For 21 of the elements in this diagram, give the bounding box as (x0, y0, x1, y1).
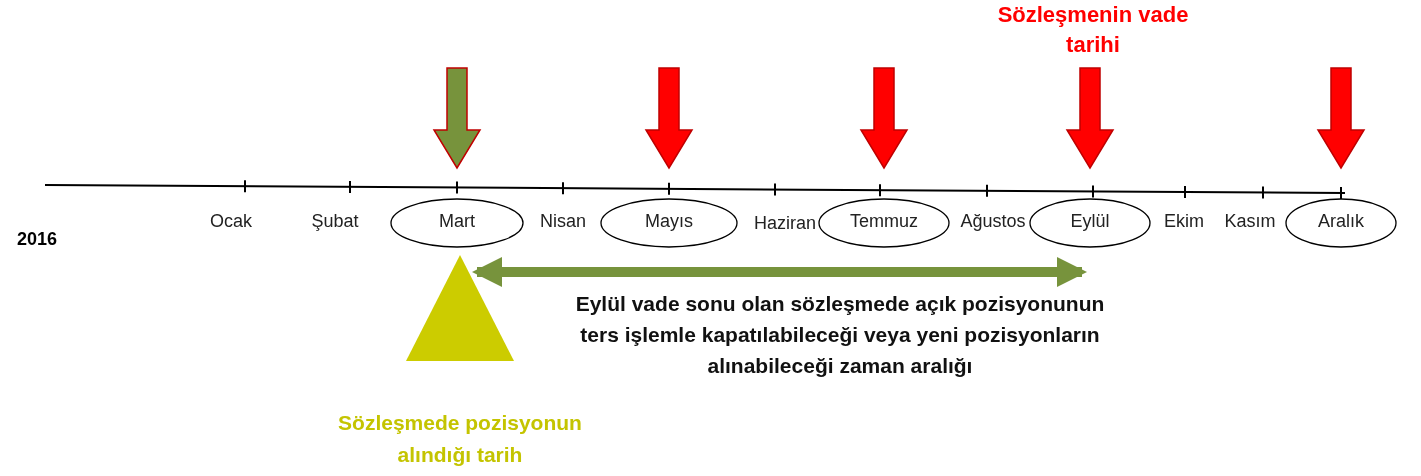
month-label: Mart (438, 211, 476, 232)
block-arrow (1316, 67, 1366, 170)
month-label: Ekim (1164, 211, 1204, 232)
month-label: Mayıs (644, 211, 694, 232)
double-arrow (472, 257, 1087, 287)
caption-text: Sözleşmede pozisyonun alındığı tarih (337, 410, 583, 468)
month-label: Kasım (1224, 211, 1276, 232)
month-label: Haziran (754, 213, 816, 234)
month-label: Aralık (1317, 211, 1365, 232)
block-arrow (1065, 67, 1115, 170)
block-arrow (859, 67, 909, 170)
block-arrow (432, 67, 482, 170)
month-label: Ağustos (960, 211, 1026, 232)
annotation-text: Sözleşmenin vade tarihi (996, 1, 1190, 59)
month-label: Şubat (311, 211, 359, 232)
month-label: Ocak (210, 211, 252, 232)
year-label: 2016 (17, 229, 57, 250)
month-label: Eylül (1069, 211, 1111, 232)
block-arrow (644, 67, 694, 170)
month-label: Nisan (540, 211, 586, 232)
month-label: Temmuz (849, 211, 919, 232)
